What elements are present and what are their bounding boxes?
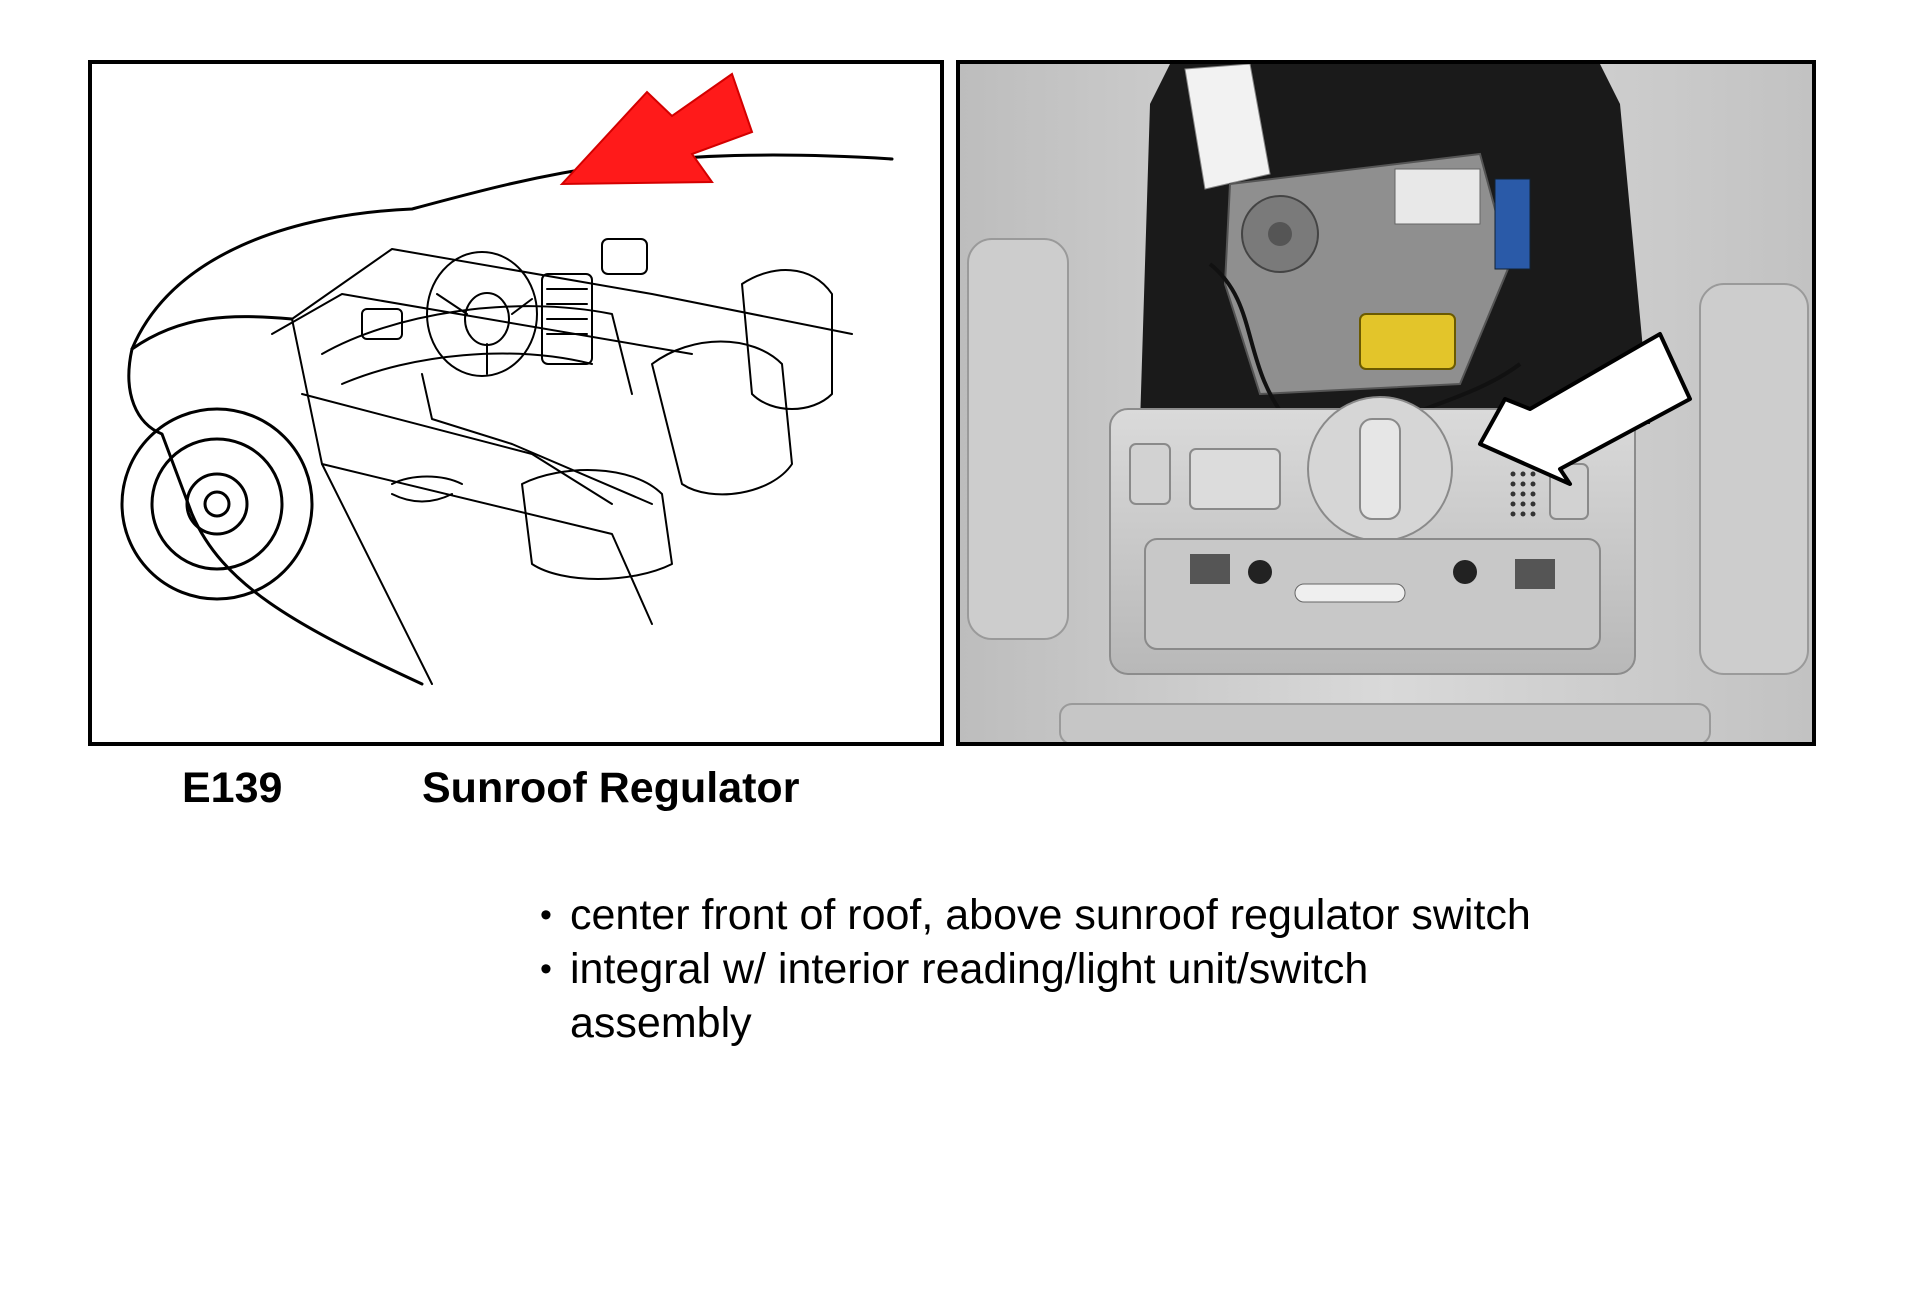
overhead-console-photo-panel	[956, 60, 1816, 746]
list-item: • center front of roof, above sunroof re…	[540, 888, 1740, 942]
list-item: • integral w/ interior reading/light uni…	[540, 942, 1740, 1050]
location-notes: • center front of roof, above sunroof re…	[540, 888, 1740, 1050]
bullet-icon: •	[540, 950, 552, 988]
location-arrow-icon	[1478, 332, 1692, 486]
component-code: E139	[182, 764, 283, 812]
list-item-text: center front of roof, above sunroof regu…	[570, 891, 1531, 939]
bullet-icon: •	[540, 896, 552, 934]
component-title: Sunroof Regulator	[422, 764, 800, 812]
location-arrow-icon	[559, 72, 754, 186]
list-item-text: integral w/ interior reading/light unit/…	[570, 945, 1369, 1047]
overhead-console-photo	[960, 64, 1812, 742]
car-interior-drawing	[120, 72, 894, 686]
car-drawing-panel	[88, 60, 944, 746]
